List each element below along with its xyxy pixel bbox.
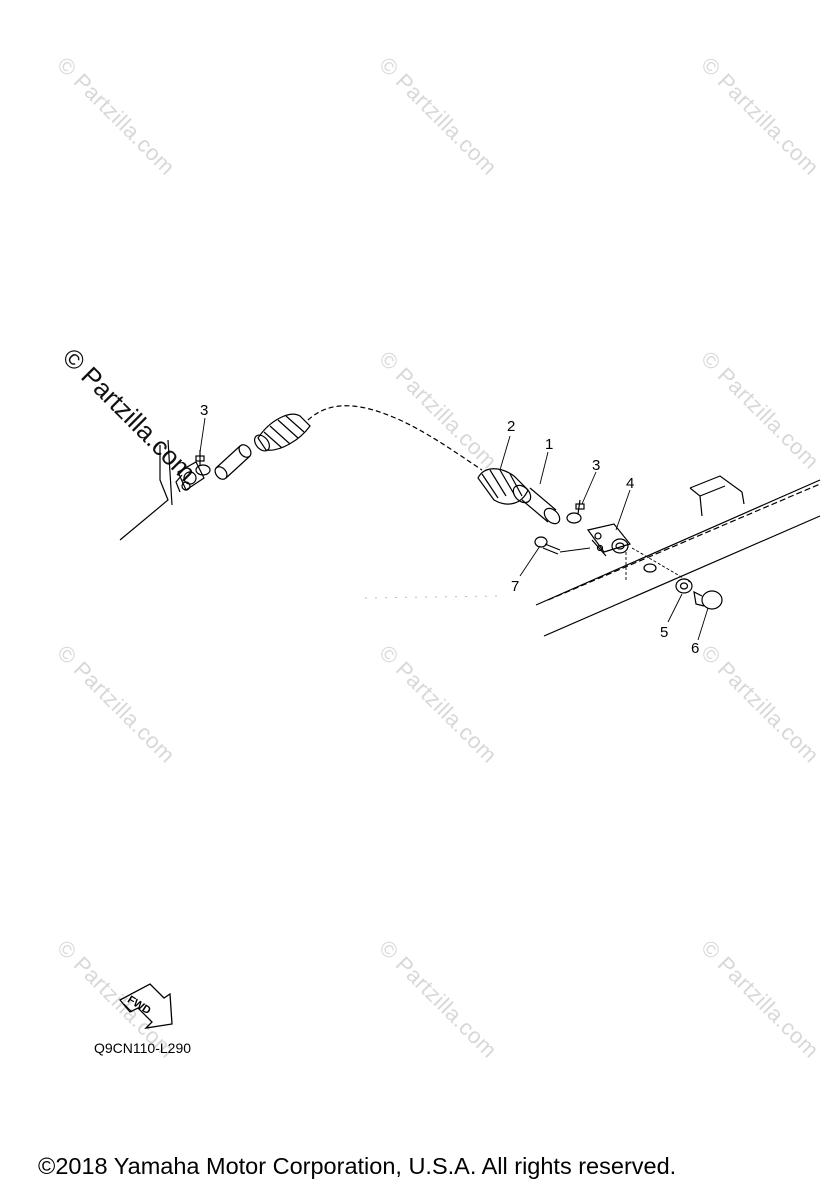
frame-left-outline xyxy=(119,445,169,541)
frame-rail-bottom xyxy=(543,515,821,637)
leader-1 xyxy=(539,451,549,485)
frame-rail-top xyxy=(535,479,821,606)
frame-channel xyxy=(689,475,745,517)
right-clamp xyxy=(566,499,585,524)
leader-5 xyxy=(667,593,683,623)
left-clamp xyxy=(195,450,211,476)
callout-2: 2 xyxy=(507,418,516,435)
washer-5 xyxy=(675,578,693,594)
cable-inner xyxy=(307,405,483,471)
frame-left-edge xyxy=(167,439,173,506)
leader-2 xyxy=(499,435,511,471)
frame-hole xyxy=(643,563,657,573)
diagram-code: Q9CN110-L290 xyxy=(94,1040,192,1056)
callout-6: 6 xyxy=(691,640,700,657)
leader-4 xyxy=(615,489,631,531)
left-tube xyxy=(214,444,252,480)
right-bellows xyxy=(477,468,532,505)
callout-3-left: 3 xyxy=(200,402,209,419)
fwd-label: FWD xyxy=(125,994,153,1017)
bolt-7 xyxy=(534,536,561,555)
fwd-arrow-icon xyxy=(118,983,173,1029)
left-cable-end xyxy=(175,461,205,493)
cable-bracket xyxy=(586,523,632,557)
copyright-notice: ©2018 Yamaha Motor Corporation, U.S.A. A… xyxy=(38,1153,677,1179)
bolt-6 xyxy=(693,590,723,610)
callout-3-right: 3 xyxy=(592,457,601,474)
right-tube xyxy=(521,487,561,525)
leader-3-left xyxy=(199,417,206,453)
callout-5: 5 xyxy=(660,624,669,641)
callout-4: 4 xyxy=(626,475,635,492)
leader-3-right xyxy=(581,471,597,505)
left-bellows xyxy=(254,413,311,452)
callout-7: 7 xyxy=(511,578,520,595)
frame-rail-dashed xyxy=(547,483,821,601)
leader-7 xyxy=(519,545,541,577)
leader-6 xyxy=(697,607,709,641)
callout-1: 1 xyxy=(545,436,554,453)
